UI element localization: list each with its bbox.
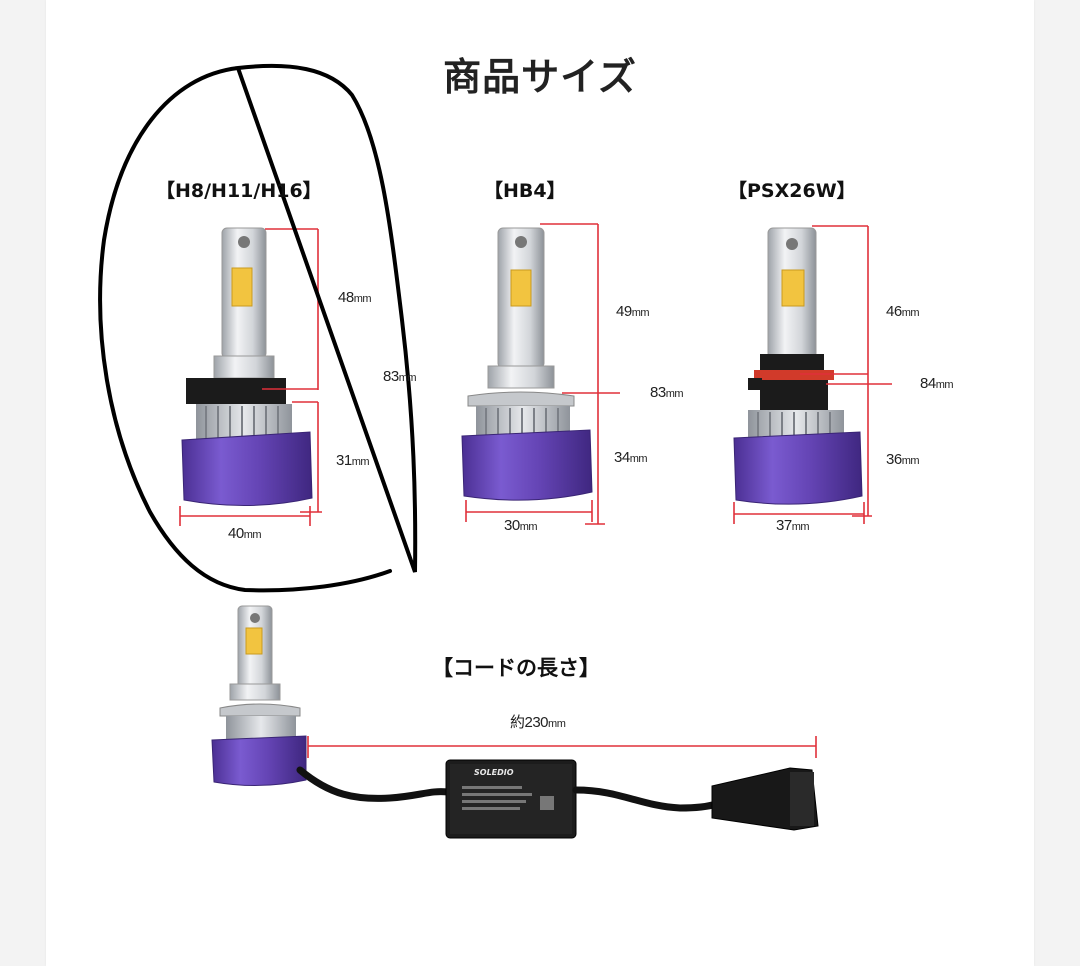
controller-brand-logo: SOLEDIO <box>474 768 514 777</box>
h8-top-dimension: 48mm <box>338 289 372 306</box>
psx26w-top-dimension: 46mm <box>886 303 920 320</box>
bulb-label-h8: 【H8/H11/H16】 <box>156 180 322 202</box>
hb4-bottom-dimension: 34mm <box>614 449 648 466</box>
cord-length-line <box>307 736 817 758</box>
hb4-total-dimension: 83mm <box>650 384 684 401</box>
cord-bulb-illustration <box>211 605 307 787</box>
h8-total-dimension: 83mm <box>383 368 417 385</box>
h8-width-dimension: 40mm <box>228 525 262 542</box>
h8-bottom-dimension: 31mm <box>336 452 370 469</box>
bulb-psx26w-illustration <box>733 225 892 524</box>
bulb-h8-illustration <box>179 227 322 526</box>
bulb-label-psx26w: 【PSX26W】 <box>728 180 856 202</box>
psx26w-total-dimension: 84mm <box>920 375 954 392</box>
psx26w-width-dimension: 37mm <box>776 517 810 534</box>
psx26w-bottom-dimension: 36mm <box>886 451 920 468</box>
hb4-top-dimension: 49mm <box>616 303 650 320</box>
hb4-width-dimension: 30mm <box>504 517 538 534</box>
page-title: 商品サイズ <box>443 55 637 99</box>
cord-cable <box>296 766 452 802</box>
hand-drawn-circle <box>98 63 418 593</box>
cord-length-dimension: 約230mm <box>510 714 566 731</box>
cord-length-label: 【コードの長さ】 <box>432 656 600 680</box>
bulb-hb4-illustration <box>461 223 620 525</box>
bulb-label-hb4: 【HB4】 <box>484 180 566 202</box>
